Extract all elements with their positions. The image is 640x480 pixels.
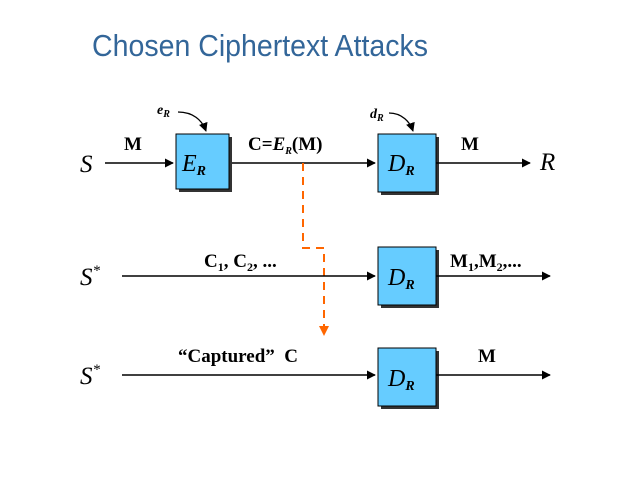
sender-s: S [80,151,93,178]
ciphertext-label: C=ER(M) [248,134,323,157]
receiver-r: R [539,149,555,176]
decrypted-message-label: M [478,346,496,367]
message-out-label: M [461,134,479,155]
decrypted-messages-label: M1,M2,... [450,251,522,274]
decrypt-key-label: dR [370,107,384,124]
encrypt-key-label: eR [157,103,170,120]
decrypt-key-arrow [388,112,415,132]
decrypt-box-3 [377,347,437,407]
message-in-label: M [124,134,142,155]
decrypt-box-3-label: DR [387,366,415,394]
captured-ciphertext-path [302,163,329,336]
decrypt-box-1 [377,133,437,193]
attacker-s-star-2: S* [80,362,101,390]
page-title: Chosen Ciphertext Attacks [92,28,429,63]
decrypt-box-1-label: DR [387,151,415,179]
decrypt-box-2-label: DR [387,265,415,293]
attacker-s-star-1: S* [80,263,101,291]
chosen-ciphertexts-label: C1, C2, ... [204,251,277,274]
encrypt-box [175,133,230,190]
encrypt-key-arrow [177,111,208,132]
decrypt-box-2 [377,246,437,306]
captured-ciphertext-label: “Captured” C [178,346,298,367]
encrypt-box-label: ER [181,151,206,179]
